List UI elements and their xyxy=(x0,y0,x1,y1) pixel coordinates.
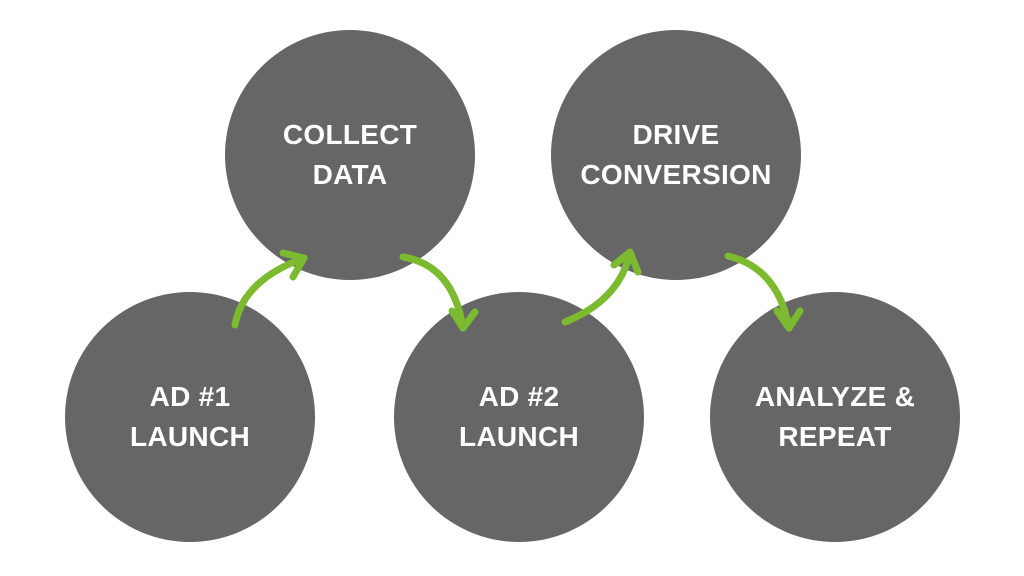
node-drive-conversion: DRIVE CONVERSION xyxy=(551,30,801,280)
node-label-line-1: COLLECT xyxy=(282,119,418,150)
node-label-line-2: LAUNCH xyxy=(458,421,579,452)
node-ad-1-launch: AD #1 LAUNCH xyxy=(65,292,315,542)
node-label-line-1: ANALYZE & xyxy=(754,381,916,412)
node-analyze-repeat: ANALYZE & REPEAT xyxy=(710,292,960,542)
node-label-line-2: DATA xyxy=(312,159,388,190)
node-label-line-2: CONVERSION xyxy=(580,159,772,190)
node-label-line-2: LAUNCH xyxy=(129,421,250,452)
node-collect-data: COLLECT DATA xyxy=(225,30,475,280)
node-label-line-1: AD #2 xyxy=(478,381,560,412)
node-label-line-2: REPEAT xyxy=(778,421,892,452)
node-label-line-1: AD #1 xyxy=(149,381,231,412)
node-label-line-1: DRIVE xyxy=(632,119,720,150)
node-ad-2-launch: AD #2 LAUNCH xyxy=(394,292,644,542)
